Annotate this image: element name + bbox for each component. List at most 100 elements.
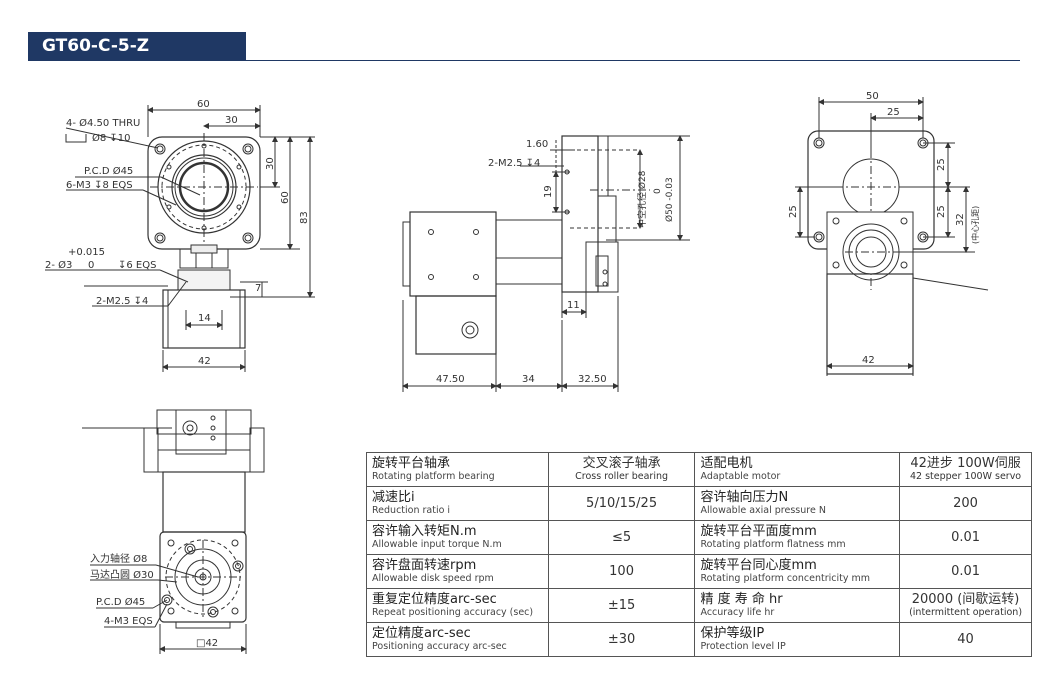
dim-side-19: 19 [543,185,554,198]
spec-label-zh: 容许盘面转速rpm [372,558,477,573]
spec-label-zh: 减速比i [372,490,415,505]
spec-label-en: Accuracy life hr [700,607,775,618]
spec-label-zh: 旋转平台同心度mm [700,558,817,573]
front-view-labels: 60 30 4- Ø4.50 THRU Ø8 ↧10 P.C.D Ø45 6-M… [45,99,310,367]
input-bore-label: 入力轴径 Ø8 [90,552,147,565]
spec-value: 200 [953,496,978,511]
spec-label-en: Rotating platform bearing [372,471,495,482]
spec-cell: 5/10/15/25 [547,486,696,521]
tolerance-side-dia: Ø50 -0.03 [664,177,675,222]
dim-side-4750: 47.50 [436,374,465,385]
spec-cell: ±15 [547,588,696,623]
bottom-view [82,409,265,654]
spec-label-zh: 容许输入转矩N.m [372,524,477,539]
spec-label-en: Rotating platform flatness mm [700,539,846,550]
tolerance-upper: +0.015 [68,247,105,258]
dim-front-14: 14 [198,313,211,324]
spec-label-en: Repeat positioning accuracy (sec) [372,607,534,618]
spec-value-en: (intermittent operation) [909,607,1023,618]
spec-value: ±30 [607,632,636,647]
side-view [402,135,690,392]
dim-right-25-b: 25 [936,205,947,218]
m25-label: 2-M2.5 ↧4 [96,296,148,307]
spec-label-en: Rotating platform concentricity mm [700,573,870,584]
dim-side-11: 11 [567,300,580,311]
dim-front-60-v: 60 [280,191,291,204]
hole-label: 4- Ø4.50 THRU [66,117,140,129]
tolerance-side-0: 0 [653,188,663,194]
spec-label-zh: 适配电机 [700,456,753,471]
title-rule [28,60,1020,61]
bottom-thread-label: 4-M3 EQS [104,616,153,627]
dim-front-7: 7 [255,283,261,294]
spec-label-zh: 定位精度arc-sec [372,626,471,641]
motor-boss-label: 马达凸圆 Ø30 [90,569,154,581]
spec-cell: 0.01 [899,520,1032,555]
spec-label-zh: 重复定位精度arc-sec [372,592,497,607]
dim-right-25-top: 25 [887,107,900,118]
dim-right-32: 32 [955,213,966,226]
spec-label-en: Positioning accuracy arc-sec [372,641,507,652]
counterbore-label: Ø8 ↧10 [92,132,131,144]
spec-value: 交叉滚子轴承 [582,456,661,471]
dim-front-42: 42 [198,356,211,367]
side-view-labels: 1.60 2-M2.5 ↧4 19 中空孔径 Ø28 0 Ø50 -0.03 1… [436,139,675,385]
dim-front-83: 83 [299,211,310,224]
model-title: GT60-C-5-Z [28,32,246,60]
dim-bottom-square-42: □42 [196,638,218,649]
spec-cell: ±30 [547,622,696,657]
spec-label-en: Allowable axial pressure N [700,505,826,516]
spec-cell: ≤5 [547,520,696,555]
spec-cell: 100 [547,554,696,589]
thread-label: 6-M3 ↧8 EQS [66,180,133,191]
spec-value: 20000 (间歇运转) [911,592,1020,607]
spec-value: 40 [957,632,974,647]
spec-value: 0.01 [951,530,981,545]
spec-label-en: Protection level IP [700,641,786,652]
hollow-bore-label: 中空孔径 Ø28 [636,170,648,228]
spec-cell: 0.01 [899,554,1032,589]
dim-right-25-a: 25 [936,158,947,171]
dim-side-3250: 32.50 [578,374,607,385]
dim-side-34: 34 [522,374,535,385]
dim-right-25-left: 25 [788,205,799,218]
spec-cell: 20000 (间歇运转)(intermittent operation) [899,588,1032,623]
spec-value: 42进步 100W伺服 [910,456,1021,471]
dim-right-50: 50 [866,91,879,102]
bottom-pcd-label: P.C.D Ø45 [96,596,145,608]
spec-label-en: Allowable input torque N.m [372,539,502,550]
pcd-label: P.C.D Ø45 [84,165,133,177]
spec-label-en: Reduction ratio i [372,505,451,516]
dim-front-60: 60 [197,99,210,110]
tolerance-lower: 0 [88,260,94,271]
right-view [795,97,989,376]
dim-right-42: 42 [862,355,875,366]
spec-label-zh: 容许轴向压力N [700,490,789,505]
spec-value: ≤5 [611,530,632,545]
spec-label-zh: 旋转平台轴承 [372,456,451,471]
front-view [45,105,315,372]
spec-cell: 40 [899,622,1032,657]
spec-label-zh: 精 度 寿 命 hr [700,592,783,607]
dim-front-30: 30 [225,115,238,126]
right-view-labels: 50 25 25 25 32 (中心孔距) 25 42 [788,91,980,366]
